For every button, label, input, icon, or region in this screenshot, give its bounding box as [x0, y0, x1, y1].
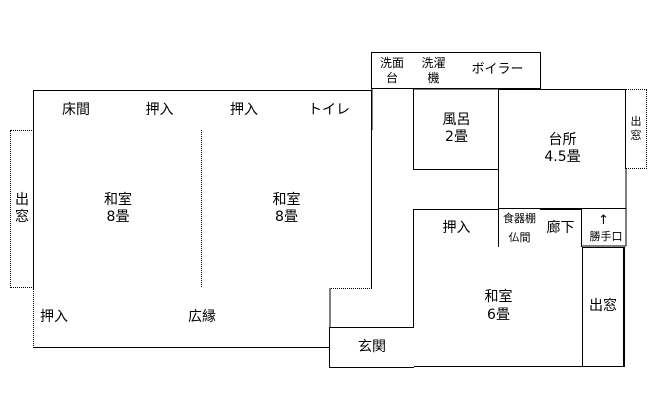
room-japanese-8mat-right-label: 和室 8畳: [272, 191, 301, 226]
room-entrance: 玄関: [329, 327, 414, 368]
room-japanese-8mat-left-label: 和室 8畳: [104, 191, 132, 226]
back-door-label-text: 勝手口: [589, 230, 623, 244]
room-washbasin-label: 洗面 台: [379, 55, 404, 85]
room-veranda-label: 広縁: [188, 308, 216, 325]
room-bay-window-kitchen: 出窓: [625, 89, 647, 169]
room-corridor-label: 廊下: [546, 220, 575, 237]
room-closet-1: 押入: [118, 90, 202, 131]
room-toilet: トイレ: [287, 90, 372, 131]
room-altar-room: 仏間: [498, 229, 541, 248]
room-corridor: 廊下: [540, 209, 582, 249]
room-bay-window-right-label: 出窓: [589, 298, 617, 315]
room-bay-window-left: 出窓: [10, 130, 34, 288]
room-entrance-label: 玄関: [358, 338, 386, 355]
room-japanese-8mat-left: 和室 8畳: [34, 130, 202, 289]
room-bay-window-kitchen-label: 出窓: [630, 115, 642, 142]
room-dish-cabinet-label: 食器棚: [503, 212, 536, 226]
room-bay-window-right: 出窓: [582, 247, 625, 367]
room-kitchen-label: 台所 4.5畳: [544, 131, 581, 166]
room-boiler-label: ボイラー: [471, 62, 524, 78]
room-japanese-6mat: 和室 6畳: [413, 247, 583, 367]
room-boiler: ボイラー: [455, 52, 541, 89]
room-tokonoma: 床間: [33, 90, 119, 131]
room-washbasin: 洗面 台: [371, 52, 413, 89]
room-japanese-6mat-label: 和室 6畳: [484, 289, 513, 323]
room-altar-room-label: 仏間: [508, 231, 531, 245]
room-closet-4-label: 押入: [40, 308, 68, 325]
room-kitchen: 台所 4.5畳: [498, 89, 626, 209]
room-dish-cabinet: 食器棚: [498, 209, 541, 230]
room-toilet-label: トイレ: [308, 101, 350, 118]
room-bath: 風呂 2畳: [413, 89, 499, 170]
room-closet-1-label: 押入: [145, 101, 174, 118]
back-door-arrow: ↑: [598, 213, 609, 228]
room-washing-machine-label: 洗濯 機: [421, 55, 446, 85]
room-tokonoma-label: 床間: [62, 101, 90, 118]
room-bay-window-left-label: 出窓: [15, 191, 29, 226]
room-washing-machine: 洗濯 機: [412, 52, 456, 89]
room-closet-3-label: 押入: [442, 219, 471, 236]
room-japanese-8mat-right: 和室 8畳: [201, 130, 372, 289]
room-closet-4: 押入: [33, 288, 75, 348]
room-closet-3: 押入: [413, 209, 499, 248]
back-door-label: 勝手口: [584, 228, 628, 246]
room-veranda: 広縁: [74, 288, 330, 348]
room-closet-2-label: 押入: [230, 101, 258, 118]
room-closet-2: 押入: [201, 90, 288, 131]
room-bath-label: 風呂 2畳: [442, 111, 471, 146]
